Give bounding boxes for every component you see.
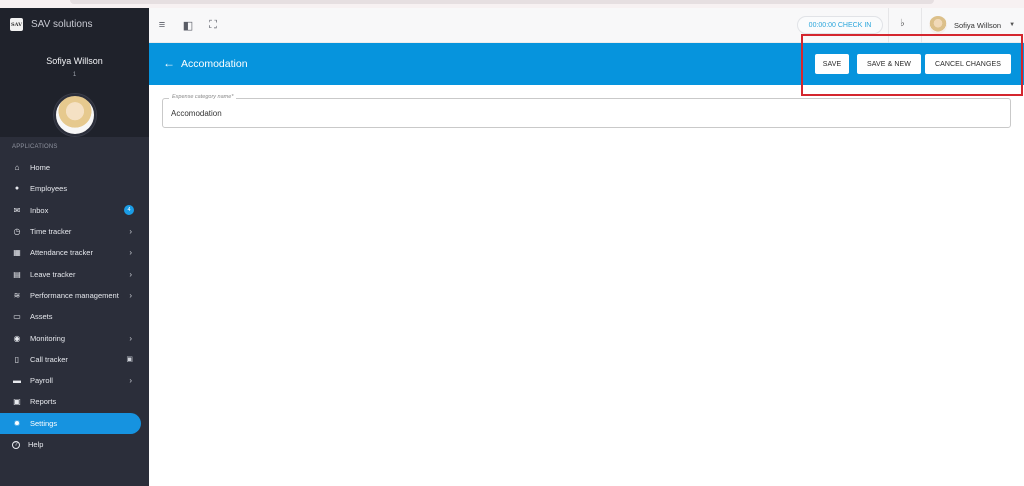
sidebar-item-label: Reports [30,397,57,407]
sidebar-item-label: Performance management [30,290,119,300]
expense-category-field: Expense category name* [162,94,1011,128]
fullscreen-icon[interactable]: ⛶ [209,18,217,31]
help-icon: ? [12,440,20,449]
avatar [929,16,947,34]
wifi-icon: ≋ [13,290,21,300]
sidebar-user-name: Sofiya Willson [46,56,103,66]
hamburger-menu-icon[interactable]: ≡ [158,19,166,31]
sidebar-item-assets[interactable]: ▭ Assets [0,306,149,327]
home-icon: ⌂ [14,163,20,173]
clock-icon: ◷ [13,227,21,237]
notification-bell-icon[interactable]: ♭ [900,18,905,29]
sidebar-item-time-tracker[interactable]: ◷ Time tracker › [0,221,149,242]
calendar-check-icon: ▦ [13,248,21,258]
collapse-sidebar-icon[interactable]: ◧ [182,19,194,32]
sidebar-item-label: Time tracker [30,227,72,237]
sidebar-item-settings[interactable]: ✹ Settings [0,412,141,434]
user-menu-name: Sofiya Willson [954,20,1002,30]
chevron-down-icon: ▼ [1009,22,1016,28]
sidebar-item-attendance-tracker[interactable]: ▦ Attendance tracker › [0,242,149,263]
save-button[interactable]: SAVE [815,54,849,74]
browser-top-strip [0,0,1024,8]
browser-tab-bar [70,0,934,4]
sidebar-item-label: Help [28,440,44,449]
chevron-right-icon: › [129,290,132,300]
chevron-right-icon: › [129,333,132,343]
eye-icon: ◉ [13,333,21,343]
sidebar-item-label: Home [30,163,51,173]
gear-icon: ✹ [13,418,21,428]
divider [921,8,922,43]
sidebar-item-label: Leave tracker [30,269,76,279]
chevron-right-icon: › [129,269,132,279]
calendar-icon: ▤ [13,269,21,279]
lock-icon: ▣ [126,356,133,364]
brand-logo-icon: SAV [10,18,23,31]
page-title: Accomodation [181,58,248,70]
sidebar-item-label: Assets [30,312,53,322]
chevron-right-icon: › [129,376,132,386]
card-icon: ▬ [13,376,21,386]
sidebar-item-leave-tracker[interactable]: ▤ Leave tracker › [0,263,149,284]
page-header: ← Accomodation SAVE SAVE & NEW CANCEL CH… [149,43,1024,85]
sidebar-item-label: Inbox [30,205,49,215]
sidebar-item-label: Payroll [30,376,53,386]
check-in-button[interactable]: 00:00:00 CHECK IN [797,16,883,34]
phone-icon: ▯ [14,354,20,364]
sidebar-item-call-tracker[interactable]: ▯ Call tracker ▣ [0,349,149,370]
sidebar-item-label: Settings [30,418,58,428]
chevron-right-icon: › [129,248,132,258]
brand-name: SAV solutions [31,19,93,30]
sidebar-user-id: 1 [72,72,77,78]
expense-category-label: Expense category name* [169,94,237,100]
save-and-new-button[interactable]: SAVE & NEW [857,54,921,74]
back-arrow-icon[interactable]: ← [163,56,175,70]
sidebar-avatar[interactable] [54,94,96,136]
cancel-changes-button[interactable]: CANCEL CHANGES [925,54,1011,74]
sidebar-item-inbox[interactable]: ✉ Inbox 4 [0,200,149,221]
brand[interactable]: SAV SAV solutions [10,18,93,31]
top-bar: ≡ ◧ ⛶ 00:00:00 CHECK IN ♭ Sofiya Willson… [149,8,1024,43]
sidebar-item-payroll[interactable]: ▬ Payroll › [0,370,149,391]
sidebar-item-label: Employees [30,184,68,194]
user-menu[interactable]: Sofiya Willson ▼ [929,14,1015,36]
window-icon: ▭ [13,312,21,322]
chevron-right-icon: › [129,227,132,237]
divider [888,8,889,43]
sidebar-item-performance-management[interactable]: ≋ Performance management › [0,285,149,306]
sidebar-item-employees[interactable]: ● Employees [0,178,149,199]
report-icon: ▣ [13,397,21,407]
sidebar-item-label: Call tracker [30,354,68,364]
sidebar-nav: ⌂ Home ● Employees ✉ Inbox 4 ◷ Time trac… [0,157,149,455]
inbox-icon: ✉ [13,205,21,215]
sidebar-item-label: Attendance tracker [30,248,93,258]
users-icon: ● [14,185,20,193]
expense-category-input[interactable] [171,109,991,118]
section-label-applications: APPLICATIONS [12,144,58,150]
sidebar-item-reports[interactable]: ▣ Reports [0,391,149,412]
sidebar-item-monitoring[interactable]: ◉ Monitoring › [0,327,149,348]
sidebar-item-label: Monitoring [30,333,66,343]
inbox-count-badge: 4 [124,205,134,216]
sidebar-item-home[interactable]: ⌂ Home [0,157,149,178]
sidebar-item-help[interactable]: ? Help [0,434,149,455]
sidebar: SAV SAV solutions Sofiya Willson 1 APPLI… [0,8,149,486]
